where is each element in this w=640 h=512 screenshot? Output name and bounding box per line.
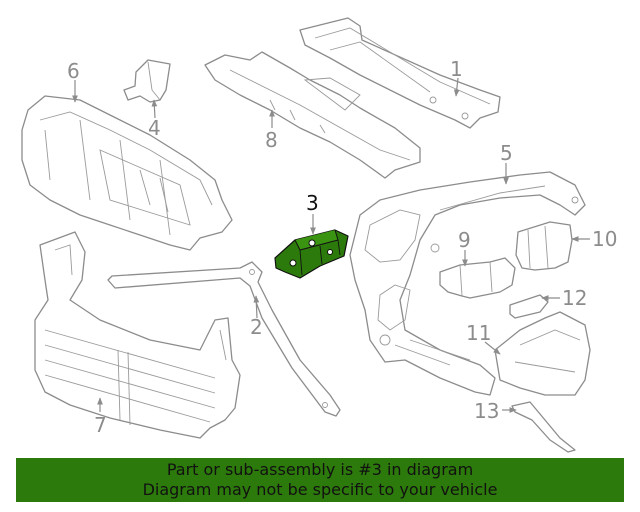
callout-9: 9 xyxy=(458,228,471,252)
callout-7: 7 xyxy=(94,413,107,437)
part-2-diagonal-brace xyxy=(107,261,341,417)
part-5-front-carrier xyxy=(349,171,586,396)
part-4-small-bracket xyxy=(123,59,171,103)
callout-10: 10 xyxy=(592,227,617,251)
part-1-upper-tie-bar xyxy=(299,17,501,129)
disclaimer-banner: Part or sub-assembly is #3 in diagram Di… xyxy=(16,458,624,502)
part-10-air-duct xyxy=(515,221,573,271)
callout-1: 1 xyxy=(450,57,463,81)
callout-12: 12 xyxy=(562,286,587,310)
leader-lines xyxy=(72,77,590,413)
part-6-grille-frame xyxy=(21,95,233,251)
callout-11: 11 xyxy=(466,321,491,345)
callout-13: 13 xyxy=(474,399,499,423)
part-8-bracket-bar xyxy=(204,51,421,179)
banner-line-2: Diagram may not be specific to your vehi… xyxy=(142,480,498,499)
part-13-bracket xyxy=(511,401,576,453)
callout-3: 3 xyxy=(306,191,319,215)
parts-diagram: 1 2 3 4 5 6 7 8 9 10 11 12 13 xyxy=(21,17,617,453)
callout-6: 6 xyxy=(67,59,80,83)
part-7-lower-grille xyxy=(34,231,241,439)
part-3-highlighted-bracket xyxy=(274,229,349,279)
part-11-duct-housing xyxy=(494,311,591,396)
part-9-air-duct xyxy=(439,257,516,299)
callout-2: 2 xyxy=(250,315,263,339)
part-12-clip xyxy=(509,294,549,319)
callout-5: 5 xyxy=(500,141,513,165)
callout-8: 8 xyxy=(265,128,278,152)
banner-line-1: Part or sub-assembly is #3 in diagram xyxy=(166,460,474,479)
callout-4: 4 xyxy=(148,116,161,140)
